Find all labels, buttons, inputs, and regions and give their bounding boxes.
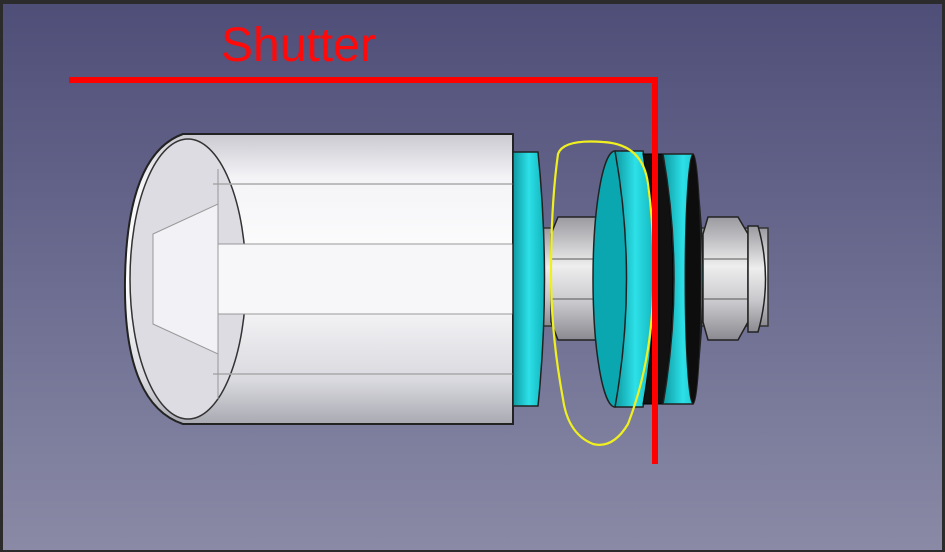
model-scene[interactable]	[3, 4, 942, 550]
shutter-label: Shutter	[221, 19, 376, 72]
flange-disc-3[interactable]	[662, 153, 704, 405]
shutter-indicator-line	[69, 77, 658, 464]
cylinder-body[interactable]	[123, 133, 514, 425]
flange-disc-2[interactable]	[592, 150, 657, 408]
flange-disc-1[interactable]	[512, 151, 546, 407]
3d-viewport[interactable]: Shutter	[3, 4, 942, 550]
bolt-end[interactable]	[747, 225, 767, 333]
hex-nut-2[interactable]	[702, 216, 749, 341]
highlight-scribble	[549, 140, 655, 446]
